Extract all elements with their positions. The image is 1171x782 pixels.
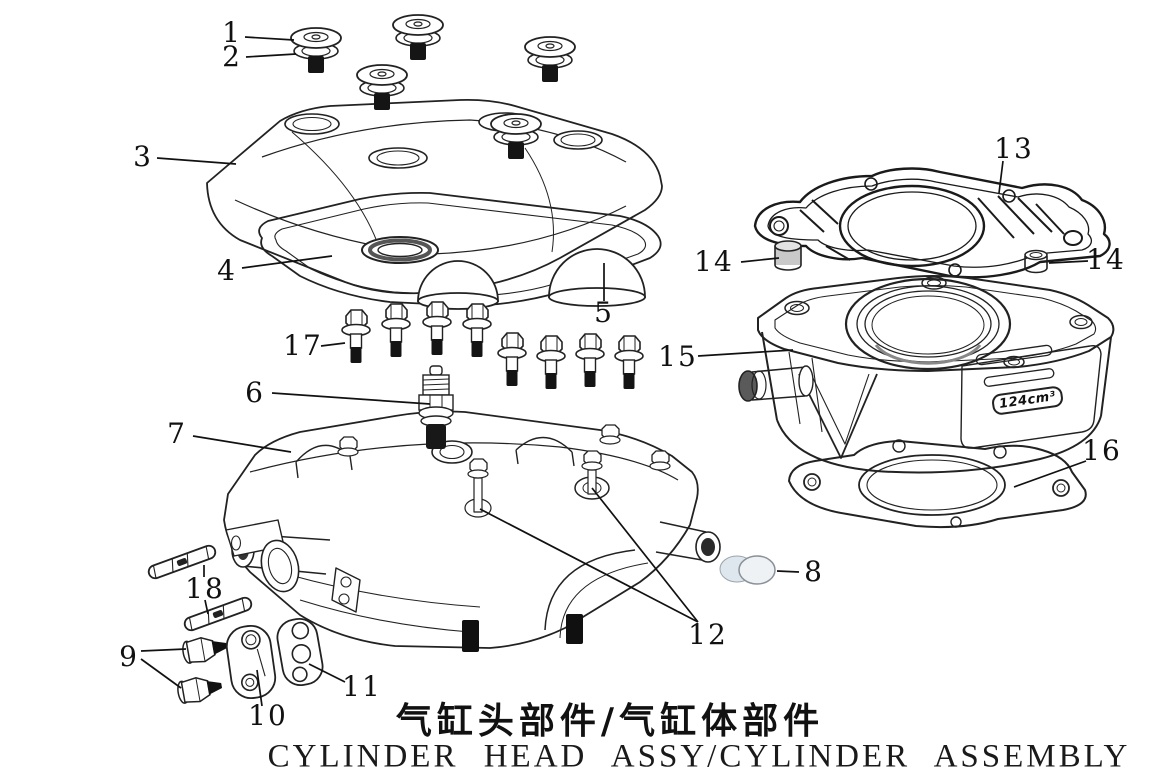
callout-3: 3 [133, 140, 153, 173]
two-hole-plate-part [225, 624, 277, 700]
spark-plug-part [418, 365, 454, 449]
callout-14-left: 14 [694, 245, 734, 278]
callout-10: 10 [248, 699, 288, 732]
callout-15: 15 [658, 340, 698, 373]
callout-12: 12 [688, 618, 728, 651]
dowel-pin-right [1024, 249, 1048, 274]
cap-nut-parts [175, 632, 230, 706]
callout-16: 16 [1082, 434, 1122, 467]
callout-18: 18 [185, 572, 225, 605]
cover-seal-ring [361, 236, 439, 264]
cap-plug-part [719, 555, 776, 585]
title-chinese: 气缸头部件/气缸体部件 [395, 701, 825, 742]
callout-2: 2 [222, 40, 242, 73]
callout-13: 13 [994, 132, 1034, 165]
title-english: CYLINDER HEAD ASSY/CYLINDER ASSEMBLY [267, 738, 1131, 775]
leader-lines [140, 36, 1089, 707]
cylinder-part [738, 275, 1115, 474]
callout-8: 8 [804, 555, 824, 588]
cover-gasket-part [258, 191, 662, 307]
callout-6: 6 [245, 376, 265, 409]
callout-7: 7 [167, 417, 187, 450]
callout-17: 17 [283, 329, 323, 362]
callout-14-right: 14 [1086, 243, 1126, 276]
cylinder-head-part [223, 410, 721, 652]
callout-11: 11 [342, 670, 382, 703]
dowel-pin-left [774, 240, 802, 271]
head-gasket-part [753, 167, 1111, 279]
callout-1: 1 [222, 16, 242, 49]
valve-cover-part [206, 98, 663, 295]
base-gasket-part [788, 439, 1087, 529]
callout-5: 5 [594, 296, 614, 329]
callout-9: 9 [119, 640, 139, 673]
three-hole-plate-part [276, 617, 324, 687]
callout-4: 4 [217, 254, 237, 287]
dome-cap-part [417, 248, 646, 310]
